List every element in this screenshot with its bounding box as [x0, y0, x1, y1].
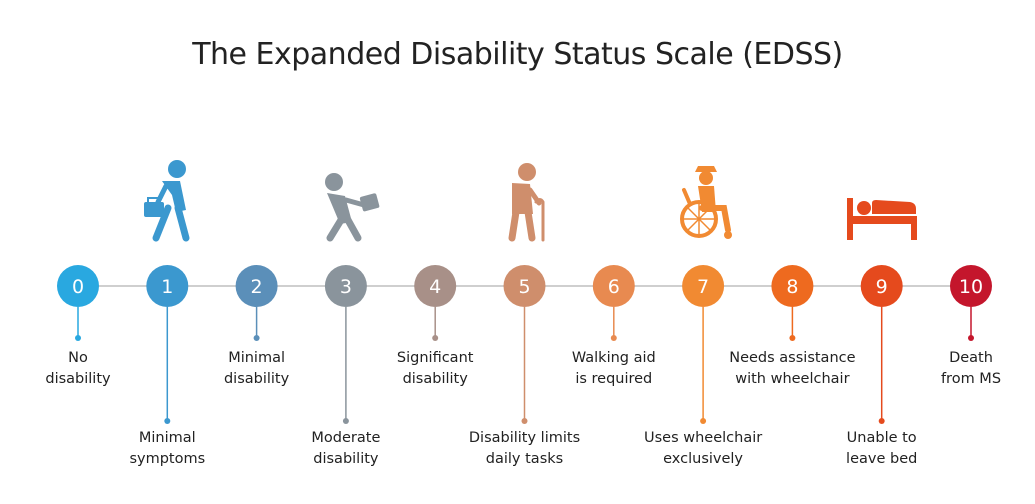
- step-8: 8: [771, 265, 814, 341]
- step-label: Minimal symptoms: [129, 430, 206, 467]
- step-10: 10: [950, 265, 992, 341]
- connector-dot: [968, 335, 974, 341]
- step-6: 6: [592, 265, 635, 341]
- step-circle: [324, 265, 367, 307]
- step-number: 2: [251, 276, 263, 298]
- connector-dot: [878, 418, 885, 424]
- walking-with-briefcase-icon: [144, 160, 190, 242]
- step-circle: [414, 265, 457, 307]
- connector-dot: [789, 335, 796, 341]
- wheelchair-user-icon: [680, 166, 732, 239]
- step-circle: [771, 265, 814, 307]
- step-5: 5: [503, 265, 546, 424]
- step-circle: [860, 265, 903, 307]
- person-in-bed-icon: [847, 198, 917, 240]
- step-number: 6: [608, 276, 620, 298]
- step-number: 9: [876, 276, 888, 298]
- connector-dot: [253, 335, 260, 341]
- step-1: 1: [146, 265, 189, 424]
- step-4: 4: [414, 265, 457, 341]
- step-label: Minimal disability: [223, 350, 290, 387]
- step-label: Significant disability: [396, 350, 474, 387]
- connector-dot: [164, 418, 171, 424]
- connector-dot: [75, 335, 81, 341]
- step-label: Moderate disability: [311, 430, 381, 467]
- step-label: Unable to leave bed: [846, 430, 918, 467]
- connector-dot: [342, 418, 349, 424]
- step-number: 3: [340, 276, 352, 298]
- step-7: 7: [682, 265, 725, 424]
- elderly-person-with-cane-icon: [508, 163, 545, 242]
- step-label: Death from MS: [940, 350, 1002, 387]
- step-circle: [235, 265, 278, 307]
- step-label: Needs assistance with wheelchair: [729, 350, 856, 387]
- connector-dot: [432, 335, 439, 341]
- connector-dot: [700, 418, 707, 424]
- step-label: Disability limits daily tasks: [468, 430, 581, 467]
- step-circle: [57, 265, 99, 307]
- step-number: 0: [72, 276, 84, 298]
- chart-title: The Expanded Disability Status Scale (ED…: [192, 37, 843, 72]
- step-2: 2: [235, 265, 278, 341]
- step-number: 1: [161, 276, 173, 298]
- step-label: Walking aid is required: [571, 350, 656, 387]
- step-number: 10: [959, 276, 983, 298]
- stooped-walker-icon: [325, 173, 380, 242]
- step-3: 3: [324, 265, 367, 424]
- step-circle: [950, 265, 992, 307]
- connector-dot: [610, 335, 617, 341]
- step-number: 7: [697, 276, 709, 298]
- step-label: No disability: [45, 350, 111, 387]
- step-circle: [682, 265, 725, 307]
- step-number: 5: [518, 276, 530, 298]
- step-0: 0: [57, 265, 99, 341]
- step-circle: [503, 265, 546, 307]
- step-circle: [146, 265, 189, 307]
- step-circle: [592, 265, 635, 307]
- step-label: Uses wheelchair exclusively: [643, 430, 763, 467]
- connector-dot: [521, 418, 528, 424]
- step-number: 4: [429, 276, 441, 298]
- step-number: 8: [786, 276, 798, 298]
- step-9: 9: [860, 265, 903, 424]
